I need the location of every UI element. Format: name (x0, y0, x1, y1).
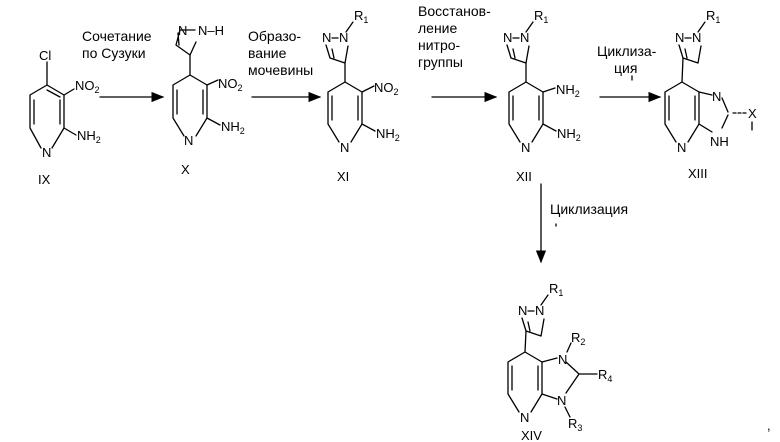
label-xiii: XIII (688, 166, 708, 181)
svg-text:N: N (518, 303, 527, 318)
svg-text:R1: R1 (354, 8, 368, 25)
svg-text:N: N (520, 30, 529, 45)
svg-text:N: N (521, 140, 530, 155)
svg-text:R1: R1 (534, 8, 548, 25)
label-xi: XI (337, 169, 349, 184)
svg-text:N: N (675, 30, 684, 45)
svg-text:R2: R2 (571, 330, 585, 347)
label-xiv: XIV (521, 428, 542, 442)
svg-text:N: N (178, 23, 187, 38)
compound-ix: Cl NO2 NH2 N IX (30, 48, 101, 187)
ix-cl: Cl (39, 48, 51, 63)
compound-xi: R1 N N NO2 NH2 N XI (322, 8, 400, 184)
svg-text:R3: R3 (568, 416, 582, 433)
svg-text:NH2: NH2 (557, 126, 581, 143)
step-cyclization1-1: Циклиза- (597, 43, 657, 59)
svg-text:N: N (339, 30, 348, 45)
step-cyclization2: Циклизация (550, 201, 628, 217)
svg-text:N: N (558, 352, 567, 367)
step-reduction-4: группы (418, 54, 463, 70)
svg-text:N: N (184, 133, 193, 148)
compound-xiii: R1 N N N NH X N XIII (665, 8, 757, 181)
label-xii: XII (516, 169, 532, 184)
label-ix: IX (38, 172, 51, 187)
svg-text:NH2: NH2 (556, 82, 580, 99)
compound-xii: R1 N N NH2 NH2 N XII (503, 8, 581, 184)
svg-text:R4: R4 (598, 367, 612, 384)
step-reduction-2: ление (418, 20, 458, 36)
step-reduction-1: Восстанов- (418, 3, 491, 19)
svg-text:NO2: NO2 (75, 78, 100, 95)
step-cyclization1-2: ция (614, 60, 637, 76)
svg-text:N: N (340, 140, 349, 155)
trailing-comma: , (767, 418, 771, 433)
step-urea-3: мочевины (248, 62, 313, 78)
svg-text:N–H: N–H (198, 23, 224, 38)
svg-text:R1: R1 (549, 281, 563, 298)
svg-text:N: N (520, 410, 529, 425)
svg-text:N: N (322, 30, 331, 45)
svg-text:X: X (748, 106, 757, 121)
svg-text:N: N (557, 393, 566, 408)
svg-text:R1: R1 (706, 8, 720, 25)
step-urea-1: Образо- (248, 28, 301, 44)
compound-x: N N–H NO2 NH2 N X (173, 23, 245, 177)
svg-text:N: N (677, 140, 686, 155)
svg-text:NH2: NH2 (376, 126, 400, 143)
svg-text:NH2: NH2 (77, 128, 101, 145)
step-reduction-3: нитро- (418, 37, 461, 53)
svg-text:NO2: NO2 (218, 76, 243, 93)
svg-text:NO2: NO2 (374, 80, 399, 97)
step-suzuki-1: Сочетание (82, 28, 152, 44)
step-urea-2: вание (248, 45, 287, 61)
compound-xiv: R1 N N N N R2 R4 R3 N XIV (508, 281, 612, 442)
svg-text:N: N (535, 303, 544, 318)
svg-text:N: N (712, 89, 721, 104)
svg-text:N: N (42, 145, 51, 160)
label-x: X (181, 162, 190, 177)
step-suzuki-2: по Сузуки (82, 45, 146, 61)
svg-text:NH2: NH2 (221, 119, 245, 136)
svg-text:N: N (692, 30, 701, 45)
svg-text:NH: NH (710, 134, 729, 149)
svg-text:N: N (503, 30, 512, 45)
